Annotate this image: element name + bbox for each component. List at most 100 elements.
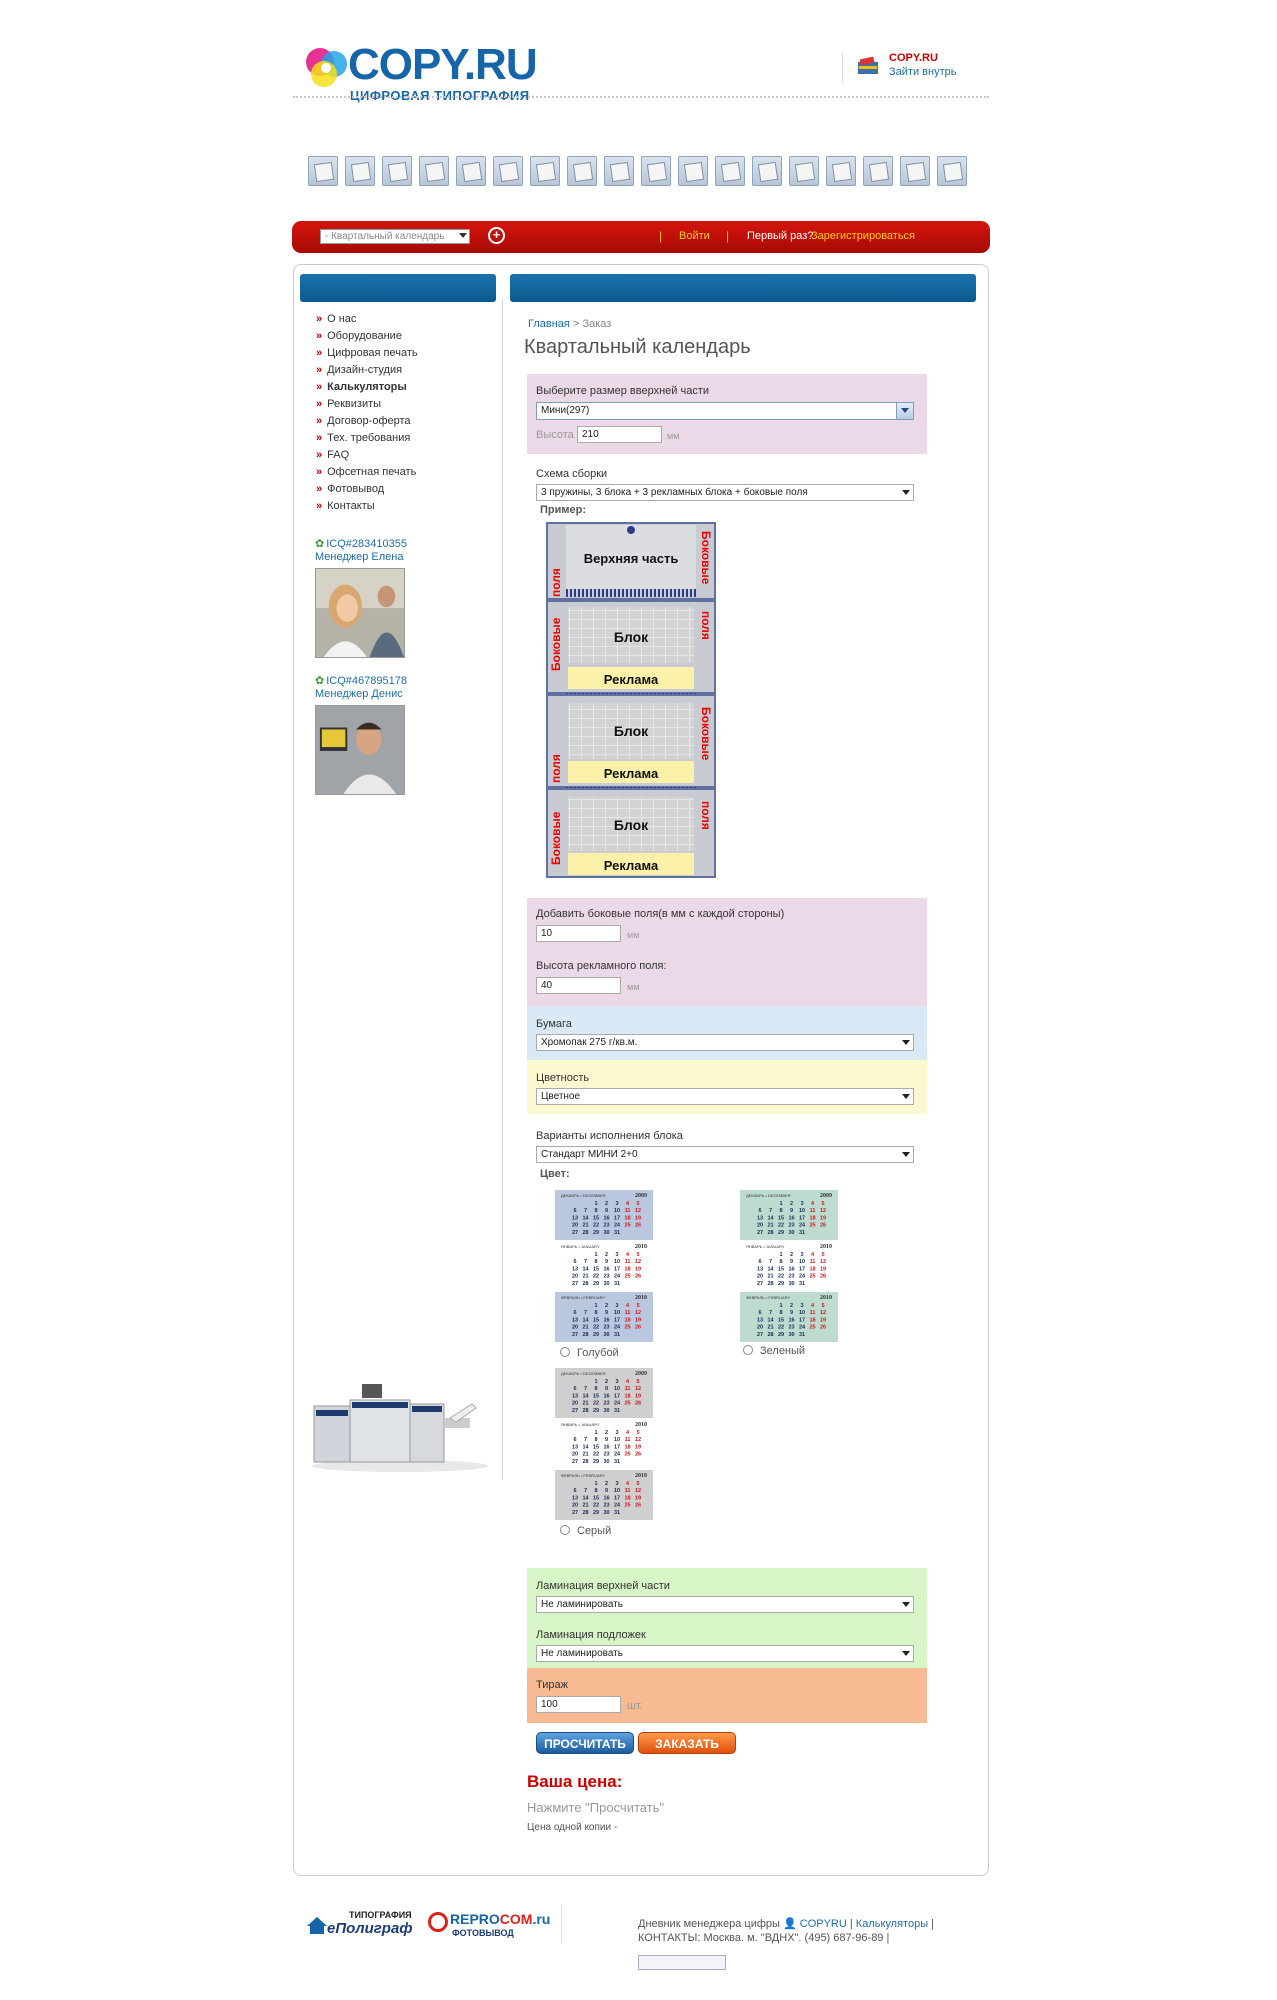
paper-select[interactable]: Хромопак 275 г/кв.м. [536,1034,914,1051]
product-icon[interactable] [715,156,745,186]
product-select[interactable]: - Квартальный календарь [320,229,470,244]
sidebar-item-calculators[interactable]: Калькуляторы [316,379,496,396]
block-variant-section: Варианты исполнения блока Стандарт МИНИ … [527,1124,927,1184]
side-fields-input[interactable]: 10 [536,925,621,942]
calendar-day: 22 [593,1401,599,1407]
calendar-day: 30 [603,1459,609,1465]
calendar-day: 10 [614,1488,620,1494]
product-icon[interactable] [900,156,930,186]
color-radio-green[interactable] [743,1345,753,1355]
site-logo[interactable]: COPY.RU ЦИФРОВАЯ ТИПОГРАФИЯ [298,40,558,103]
sidebar-item-faq[interactable]: FAQ [316,447,496,464]
sidebar-item-photo[interactable]: Фотовывод [316,481,496,498]
side-fields-label: Добавить боковые поля(в мм с каждой стор… [536,908,785,920]
calendar-day: 29 [593,1510,599,1516]
reprocom-logo[interactable]: REPROCOM.ru ФОТОВЫВОД [428,1910,550,1940]
calendar-day: 3 [800,1201,803,1207]
product-icon[interactable] [826,156,856,186]
sidebar-item-requirements[interactable]: Тех. требования [316,430,496,447]
sidebar-item-requisites[interactable]: Реквизиты [316,396,496,413]
product-icon[interactable] [493,156,523,186]
calendar-day: 26 [635,1274,641,1280]
product-icon[interactable] [678,156,708,186]
counter-badge[interactable] [638,1955,726,1970]
login-link[interactable]: Войти [679,230,710,242]
sidebar-item-contacts[interactable]: Контакты [316,498,496,515]
sidebar-item-offer[interactable]: Договор-оферта [316,413,496,430]
lamination-top-select[interactable]: Не ламинировать [536,1596,914,1613]
calendar-day: 18 [809,1317,815,1323]
side-fields-section: Добавить боковые поля(в мм с каждой стор… [527,898,927,1006]
calendar-day: 20 [572,1401,578,1407]
icq-link[interactable]: ICQ#467895178 [315,675,435,688]
calendar-day: 11 [625,1259,631,1265]
ad-height-input[interactable]: 40 [536,977,621,994]
product-icon[interactable] [456,156,486,186]
sidebar-item-design[interactable]: Дизайн-студия [316,362,496,379]
product-icon[interactable] [789,156,819,186]
calendar-day: 2 [605,1303,608,1309]
order-button[interactable]: ЗАКАЗАТЬ [638,1732,736,1754]
breadcrumb-home[interactable]: Главная [528,318,570,330]
product-icon[interactable] [419,156,449,186]
product-icon[interactable] [641,156,671,186]
quantity-input[interactable]: 100 [536,1696,621,1713]
product-icon[interactable] [752,156,782,186]
footer-copyru-link[interactable]: COPYRU [799,1918,847,1930]
calendar-day: 20 [572,1503,578,1509]
sidebar-item-offset[interactable]: Офсетная печать [316,464,496,481]
footer-diary: Дневник менеджера цифры [638,1918,780,1930]
calendar-day: 23 [788,1223,794,1229]
login-title[interactable]: COPY.RU [889,52,938,64]
register-link[interactable]: Зарегистрироваться [811,230,916,242]
sidebar-item-equipment[interactable]: Оборудование [316,328,496,345]
product-icon[interactable] [863,156,893,186]
sidebar-item-about[interactable]: О нас [316,311,496,328]
product-icon[interactable] [604,156,634,186]
calendar-day: 11 [625,1208,631,1214]
footer-calculators-link[interactable]: Калькуляторы [855,1918,929,1930]
sidebar-item-digital-print[interactable]: Цифровая печать [316,345,496,362]
calendar-day: 22 [593,1452,599,1458]
nav-separator: | [726,229,730,243]
calculate-button[interactable]: ПРОСЧИТАТЬ [536,1732,634,1754]
add-circle-icon[interactable]: + [488,227,505,244]
product-icon[interactable] [530,156,560,186]
color-radio-gray[interactable] [560,1525,570,1535]
calendar-day: 27 [572,1281,578,1287]
calendar-day: 28 [582,1459,588,1465]
calendar-day: 4 [626,1430,630,1436]
manager-photo [315,568,405,658]
scheme-select[interactable]: 3 пружины, 3 блока + 3 рекламных блока +… [536,484,914,501]
height-input[interactable]: 210 [577,426,662,443]
login-link[interactable]: Зайти внутрь [889,66,957,78]
calendar-month-name: ДЕКАБРЬ • DECEMBER [561,1371,606,1376]
calendar-day: 2 [605,1201,608,1207]
calendar-day: 31 [614,1230,620,1236]
lamination-back-select[interactable]: Не ламинировать [536,1645,914,1662]
product-icon[interactable] [308,156,338,186]
calendar-day: 15 [593,1215,599,1221]
calendar-day: 8 [594,1208,597,1214]
top-size-select[interactable]: Мини(297) [536,402,914,420]
sidebar-header [300,274,496,302]
calendar-day: 6 [573,1437,576,1443]
calendar-day: 4 [626,1201,630,1207]
product-icon[interactable] [567,156,597,186]
icq-link[interactable]: ICQ#283410355 [315,538,435,551]
product-icon[interactable] [937,156,967,186]
manager-card: ICQ#283410355 Менеджер Елена [315,538,435,661]
color-radio-blue[interactable] [560,1347,570,1357]
scheme-section: Схема сборки 3 пружины, 3 блока + 3 рекл… [527,462,927,516]
epoligraf-logo[interactable]: ТИПОГРАФИЯ еПолиграф [305,1910,415,1940]
scheme-value: 3 пружины, 3 блока + 3 рекламных блока +… [541,487,808,498]
product-icon[interactable] [382,156,412,186]
house-icon [307,1917,327,1934]
product-icon[interactable] [345,156,375,186]
login-box[interactable]: COPY.RU Зайти внутрь [842,52,982,82]
colorness-select[interactable]: Цветное [536,1088,914,1105]
block-variant-select[interactable]: Стандарт МИНИ 2+0 [536,1146,914,1163]
